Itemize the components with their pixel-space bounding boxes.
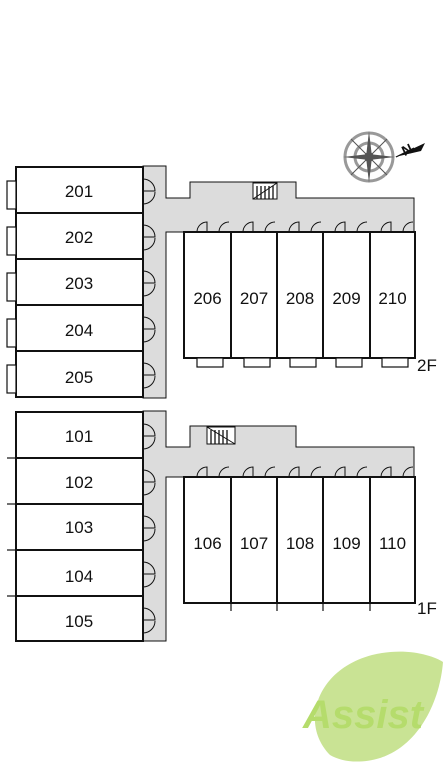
unit-208: 208 xyxy=(276,221,324,368)
floor-label-1f: 1F xyxy=(417,599,437,618)
unit-number: 208 xyxy=(286,289,314,308)
compass-north-label: N xyxy=(399,140,415,159)
unit-number: 206 xyxy=(193,289,221,308)
unit-206: 206 xyxy=(183,221,232,368)
unit-104: 104 xyxy=(7,549,156,597)
unit-102: 102 xyxy=(7,457,156,505)
unit-202: 202 xyxy=(6,212,156,260)
unit-number: 107 xyxy=(240,534,268,553)
unit-209: 209 xyxy=(322,221,371,368)
unit-105: 105 xyxy=(15,595,156,642)
unit-107: 107 xyxy=(230,466,278,611)
floor-label-2f: 2F xyxy=(417,356,437,375)
compass-rose-icon: N xyxy=(343,131,425,183)
floor-1f: 101 102 103 104 105 xyxy=(7,410,437,642)
unit-number: 202 xyxy=(65,228,93,247)
unit-number: 106 xyxy=(193,534,221,553)
logo-text: Assist xyxy=(302,693,425,737)
unit-207: 207 xyxy=(230,221,278,368)
floor-2f: 201 202 203 204 205 xyxy=(6,165,437,399)
unit-204: 204 xyxy=(6,304,156,352)
assist-leaf-logo: Assist xyxy=(302,651,443,762)
corridor-1f xyxy=(142,410,415,642)
unit-number: 110 xyxy=(379,534,406,553)
unit-103: 103 xyxy=(7,503,156,551)
unit-108: 108 xyxy=(276,466,324,611)
unit-number: 204 xyxy=(65,321,93,340)
unit-number: 210 xyxy=(378,289,406,308)
unit-201: 201 xyxy=(6,166,156,214)
unit-110: 110 xyxy=(369,466,416,604)
stairs-icon xyxy=(252,182,278,200)
unit-203: 203 xyxy=(6,258,156,306)
stairs-icon xyxy=(206,426,236,445)
unit-210: 210 xyxy=(369,221,416,368)
unit-number: 201 xyxy=(65,182,93,201)
unit-number: 105 xyxy=(65,612,93,631)
unit-number: 209 xyxy=(332,289,360,308)
unit-106: 106 xyxy=(183,466,232,611)
unit-109: 109 xyxy=(322,466,371,611)
unit-number: 101 xyxy=(65,427,93,446)
unit-number: 104 xyxy=(65,567,93,586)
unit-number: 103 xyxy=(65,518,93,537)
unit-number: 207 xyxy=(240,289,268,308)
unit-101: 101 xyxy=(7,411,156,459)
unit-number: 102 xyxy=(65,473,93,492)
unit-number: 108 xyxy=(286,534,314,553)
unit-number: 203 xyxy=(65,274,93,293)
unit-205: 205 xyxy=(6,350,156,398)
unit-number: 109 xyxy=(332,534,360,553)
corridor-2f xyxy=(142,165,415,399)
unit-number: 205 xyxy=(65,368,93,387)
